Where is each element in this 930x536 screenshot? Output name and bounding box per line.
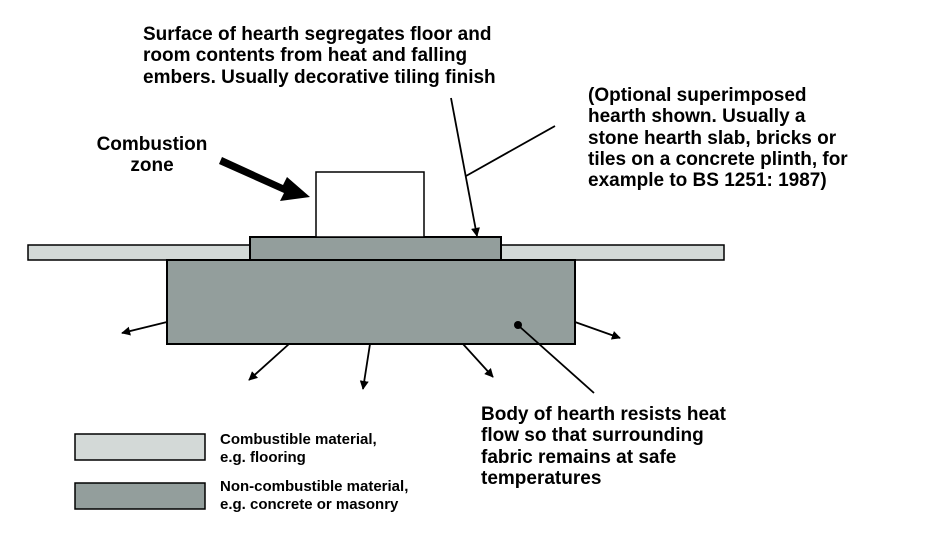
surface-pointer-line	[450, 97, 480, 237]
body-pointer-line	[519, 326, 595, 394]
combustion-zone-box	[315, 171, 425, 238]
optional-pointer-line	[465, 125, 556, 177]
surface-label: Surface of hearth segregates floor and r…	[143, 24, 496, 88]
legend-swatch-non-combustible	[74, 482, 206, 510]
heat-flow-arrow-right	[574, 321, 621, 340]
heat-flow-arrow-bottom-3	[462, 343, 494, 378]
superimposed-hearth-slab	[249, 236, 502, 261]
legend-swatch-combustible	[74, 433, 206, 461]
heat-flow-arrow-bottom-2	[359, 343, 371, 390]
legend-combustible-label: Combustible material, e.g. flooring	[220, 431, 377, 466]
hearth-body	[166, 259, 576, 345]
hearth-body-label: Body of hearth resists heat flow so that…	[481, 404, 726, 489]
combustion-zone-label: Combustion zone	[96, 134, 208, 177]
legend-non-combustible-label: Non-combustible material, e.g. concrete …	[220, 478, 409, 513]
heat-flow-arrow-bottom-1	[248, 343, 290, 381]
heat-flow-arrow-left	[121, 321, 168, 336]
combustion-zone-arrow	[219, 157, 310, 201]
optional-hearth-label: (Optional superimposed hearth shown. Usu…	[588, 85, 848, 192]
body-pointer-dot	[514, 321, 522, 329]
